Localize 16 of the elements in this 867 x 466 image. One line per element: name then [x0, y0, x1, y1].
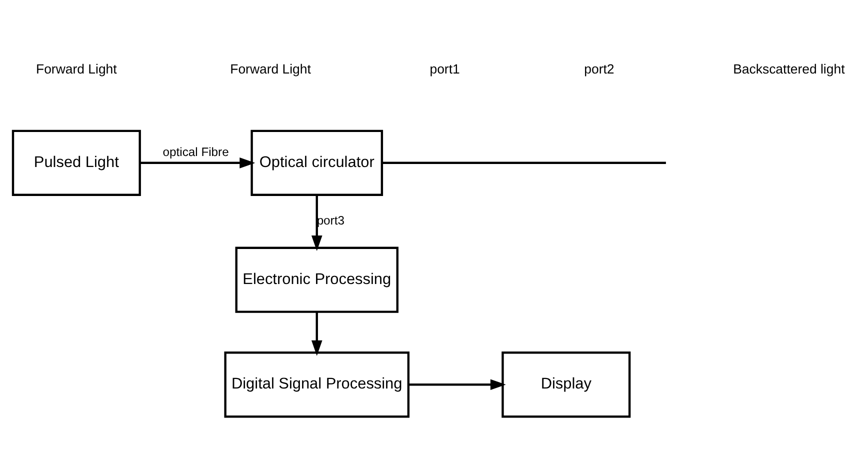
label: Backscattered light — [733, 61, 845, 76]
node-box: Pulsed Light — [12, 129, 141, 196]
edge-label: optical Fibre — [162, 144, 229, 159]
connector — [382, 161, 666, 164]
label: port2 — [584, 61, 614, 76]
arrow — [140, 157, 256, 168]
arrow — [408, 378, 506, 390]
node-box: Optical circulator — [250, 129, 384, 196]
arrow — [311, 311, 322, 356]
node-box: Digital Signal Processing — [224, 351, 410, 418]
label: Forward Light — [230, 61, 311, 76]
label: port1 — [430, 61, 460, 76]
node-box: Electronic Processing — [235, 246, 398, 312]
label: Forward Light — [36, 61, 117, 76]
node-box: Display — [502, 351, 631, 418]
arrow — [311, 194, 322, 250]
